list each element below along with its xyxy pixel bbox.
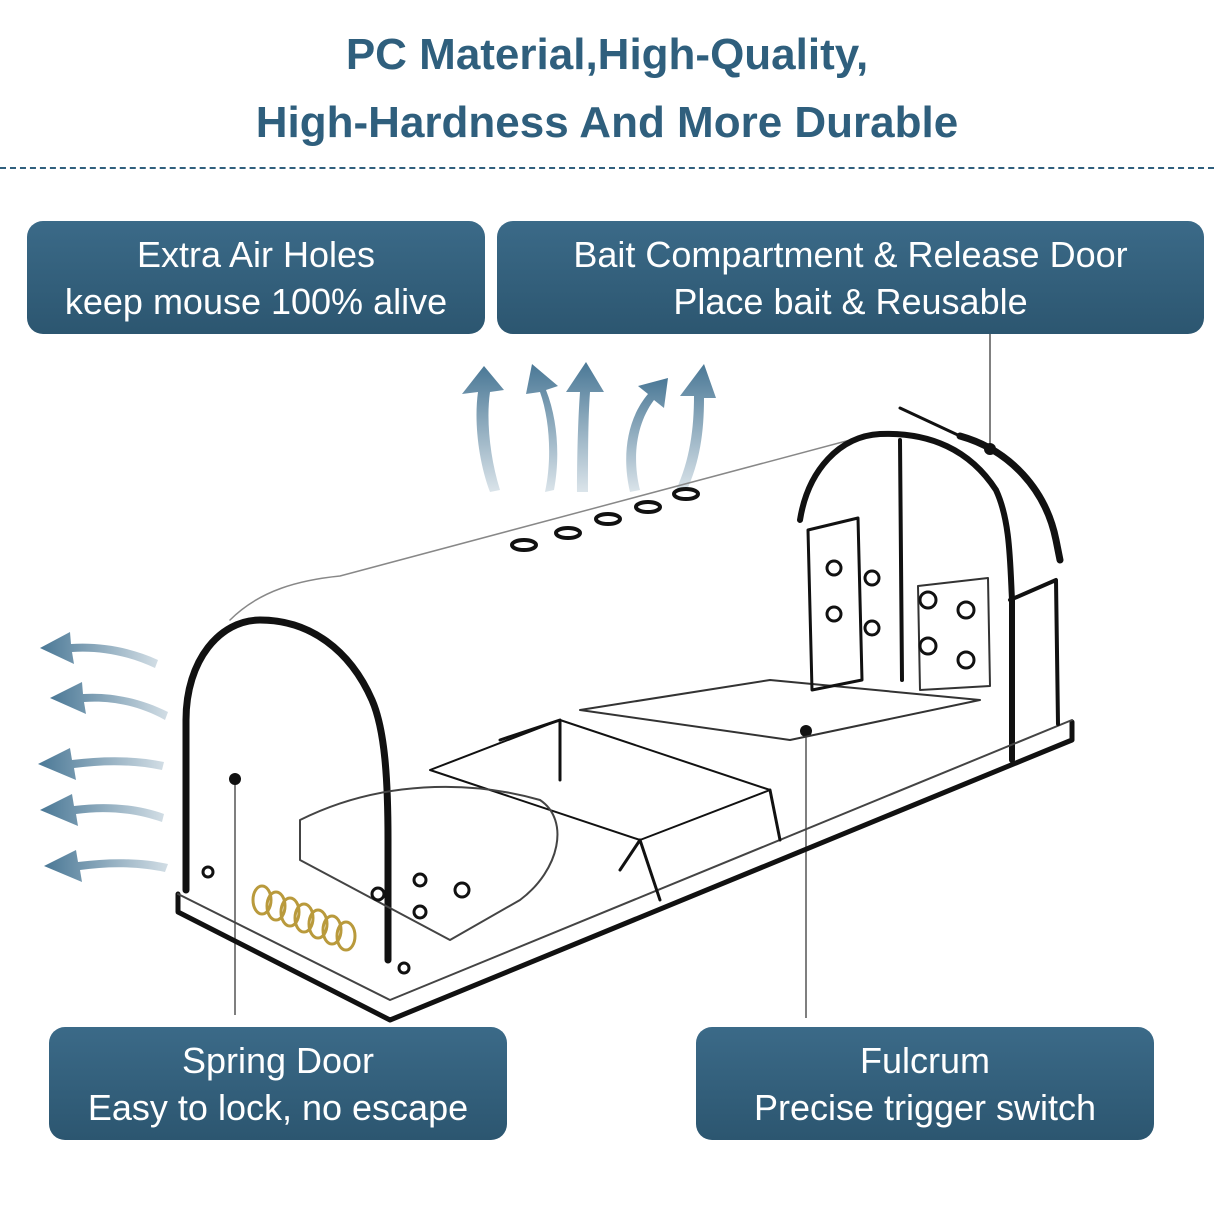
callout-bait-title: Bait Compartment & Release Door [573,233,1128,275]
callout-bait-desc: Place bait & Reusable [673,280,1028,322]
callout-fulcrum-desc: Precise trigger switch [753,1086,1097,1128]
callout-spring-door-title: Spring Door [181,1039,375,1081]
air-flow-up-arrows-icon [462,362,716,492]
callout-fulcrum-title: Fulcrum [859,1039,990,1081]
air-flow-left-arrows-icon [38,632,168,882]
callout-bait-compartment: Bait Compartment & Release Door Place ba… [497,221,1204,334]
callout-spring-door: Spring Door Easy to lock, no escape [49,1027,507,1140]
callout-spring-door-desc: Easy to lock, no escape [87,1086,469,1128]
dashed-divider [0,167,1214,169]
headline-line-1: PC Material,High-Quality, [345,30,869,79]
air-holes [510,487,700,552]
callout-air-holes-title: Extra Air Holes [136,233,376,275]
leader-lines [234,334,991,1018]
callout-air-holes: Extra Air Holes keep mouse 100% alive [27,221,485,334]
callout-air-holes-desc: keep mouse 100% alive [64,280,448,322]
trap-body [175,406,1075,1023]
spring-coil-icon [251,884,357,952]
callout-fulcrum: Fulcrum Precise trigger switch [696,1027,1154,1140]
headline-line-2: High-Hardness And More Durable [255,98,959,147]
